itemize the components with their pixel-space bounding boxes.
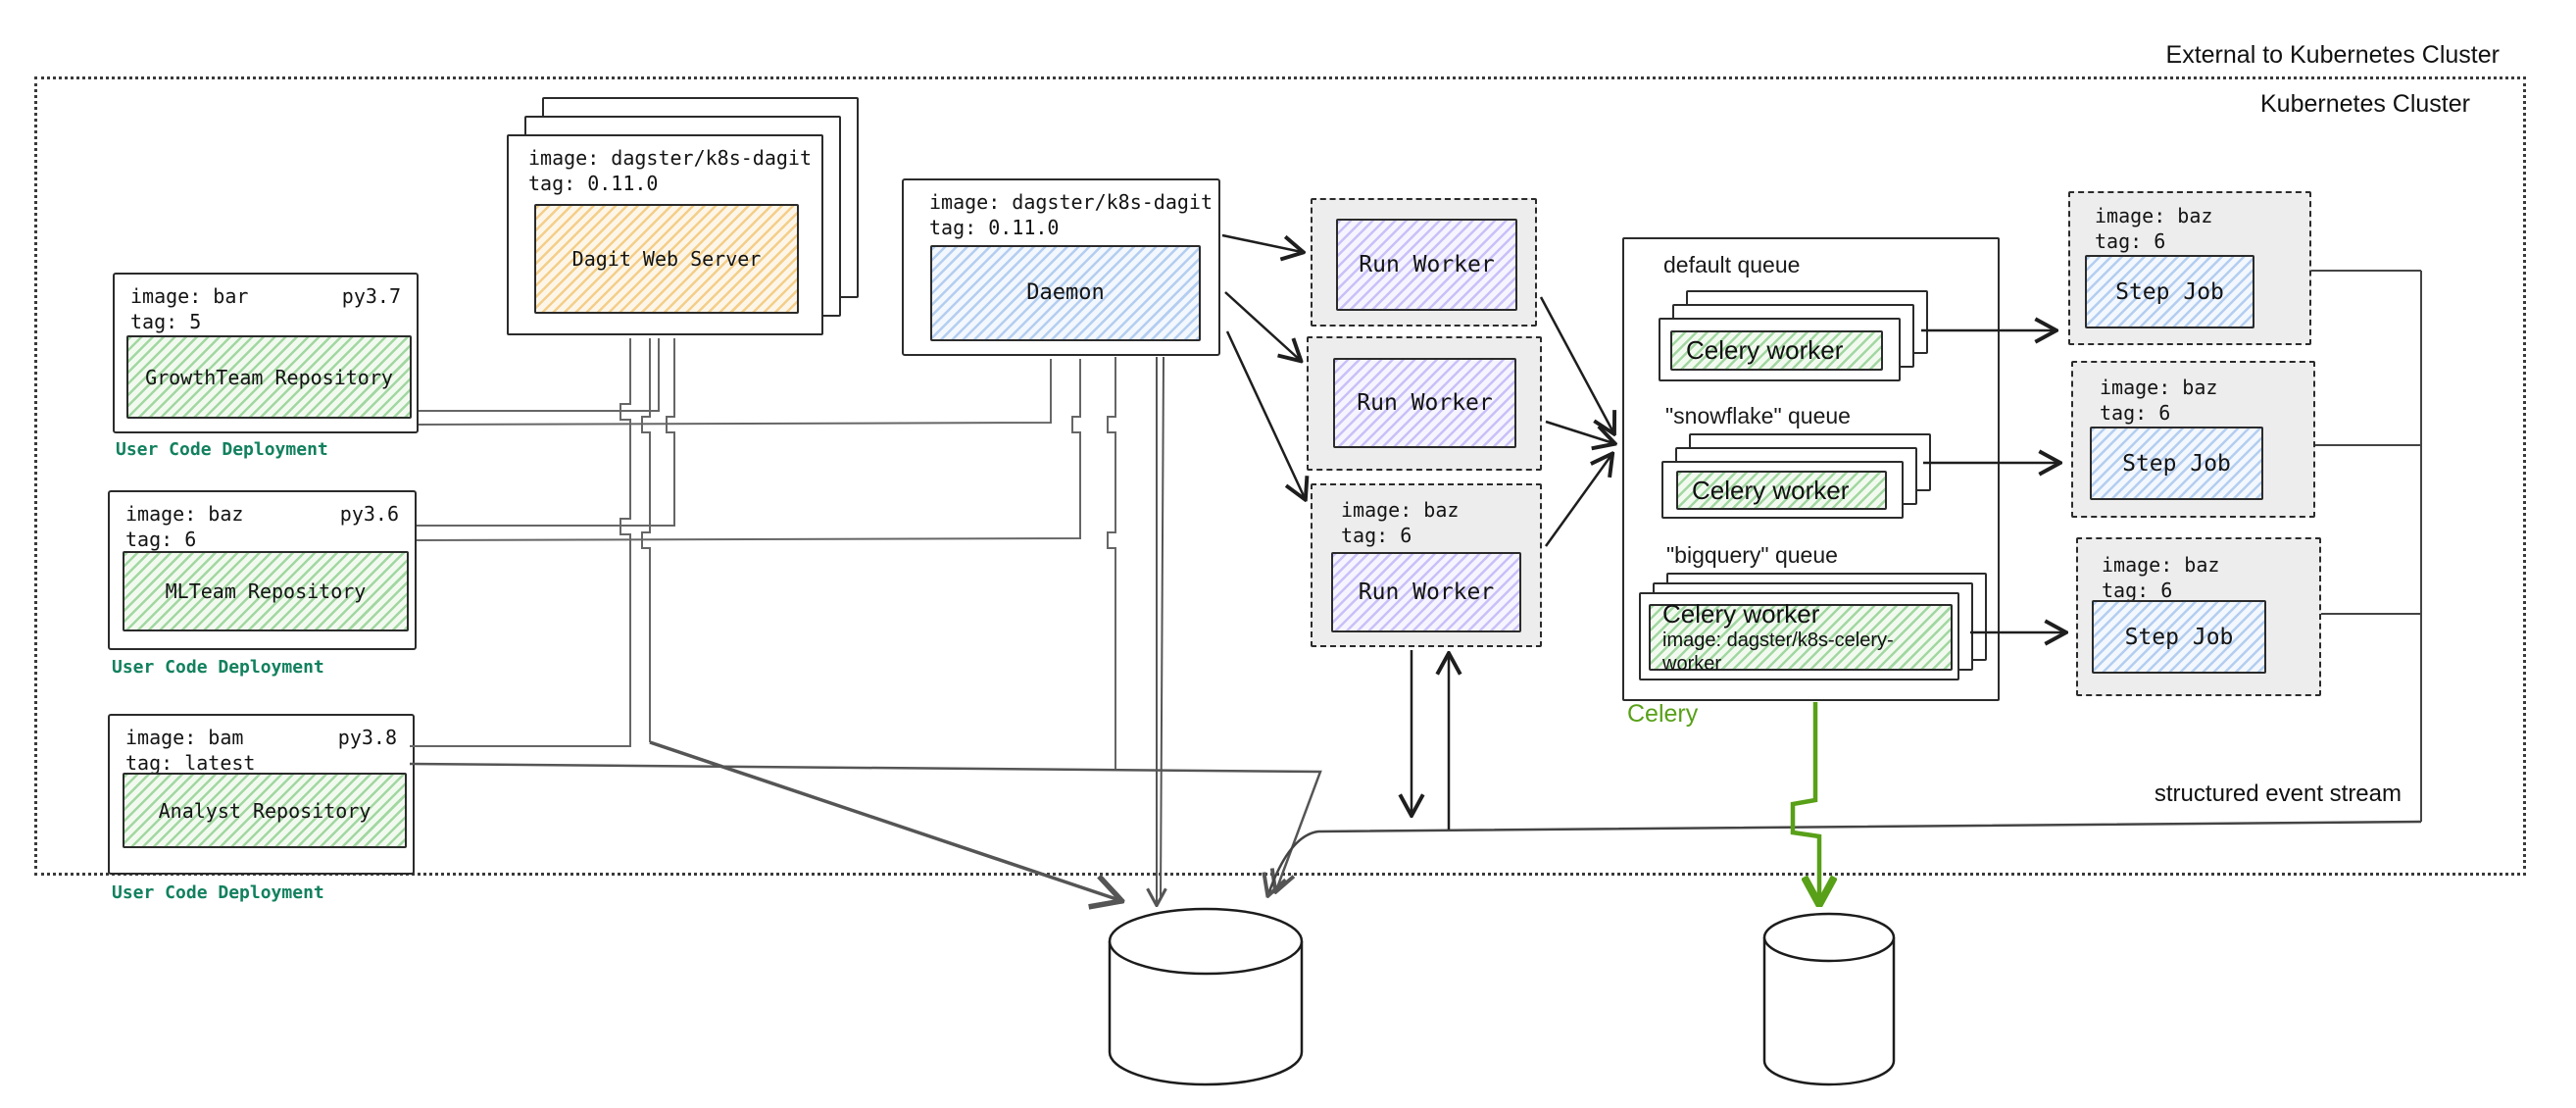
kubernetes-cluster-label: Kubernetes Cluster xyxy=(2259,90,2470,118)
run-worker-pod-2: Run Worker xyxy=(1307,336,1542,471)
celery-worker-label: Celery worker xyxy=(1662,599,1820,629)
tag-text: tag: 0.11.0 xyxy=(929,216,1060,239)
daemon-box: Daemon xyxy=(930,245,1201,341)
snowflake-queue-label: "snowflake" queue xyxy=(1665,403,1851,428)
postgres-cylinder xyxy=(1108,907,1304,1086)
tag-text: tag: latest xyxy=(125,751,256,775)
tag-text: tag: 6 xyxy=(1341,524,1412,547)
user-code-deployment-caption-3: User Code Deployment xyxy=(112,882,324,903)
tag-text: tag: 5 xyxy=(130,310,202,333)
tag-text: tag: 6 xyxy=(2100,401,2171,425)
celery-worker-label: Celery worker xyxy=(1686,335,1844,365)
user-code-deployment-mlteam: image: baz py3.6 tag: 6 MLTeam Repositor… xyxy=(108,490,417,650)
step-job-label: Step Job xyxy=(2115,278,2224,305)
celery-container: default queue Celery worker "snowflake" … xyxy=(1622,237,2000,701)
celery-worker-box: Celery worker xyxy=(1670,330,1883,371)
tag-text: tag: 6 xyxy=(2102,579,2173,602)
image-text: image: baz xyxy=(2095,204,2213,227)
run-worker-label: Run Worker xyxy=(1357,390,1493,416)
daemon-card: image: dagster/k8s-dagit tag: 0.11.0 Dae… xyxy=(902,178,1220,356)
dagit-web-server-label: Dagit Web Server xyxy=(571,247,762,271)
step-job-box: Step Job xyxy=(2085,255,2254,328)
step-job-pod-2: image: baz tag: 6 Step Job xyxy=(2071,361,2315,518)
celery-worker-box: Celery worker image: dagster/k8s-celery-… xyxy=(1649,599,1953,675)
celery-worker-card: Celery worker image: dagster/k8s-celery-… xyxy=(1639,592,1959,680)
celery-label: Celery xyxy=(1627,700,1699,728)
tag-text: tag: 0.11.0 xyxy=(528,172,659,195)
run-worker-label: Run Worker xyxy=(1359,252,1495,277)
python-version-text: py3.8 xyxy=(337,726,397,749)
run-worker-box: Run Worker xyxy=(1333,358,1516,448)
repository-label: MLTeam Repository xyxy=(165,579,367,603)
image-text: image: dagster/k8s-dagit xyxy=(929,190,1213,214)
postgres-label: PostgreSQL xyxy=(1136,1002,1275,1032)
image-text: image: baz xyxy=(125,502,244,526)
external-cluster-label: External to Kubernetes Cluster xyxy=(2165,41,2500,69)
daemon-label: Daemon xyxy=(1026,280,1105,305)
tag-text: tag: 6 xyxy=(125,528,197,551)
celery-worker-card: Celery worker xyxy=(1661,461,1904,519)
dagit-web-server-stack: image: dagster/k8s-dagit tag: 0.11.0 Dag… xyxy=(507,97,871,337)
image-text: image: bam xyxy=(125,726,244,749)
python-version-text: py3.7 xyxy=(341,284,401,308)
image-text: image: dagster/k8s-dagit xyxy=(528,146,812,170)
image-text: image: baz xyxy=(2100,376,2218,399)
step-job-pod-3: image: baz tag: 6 Step Job xyxy=(2076,537,2321,696)
step-job-label: Step Job xyxy=(2124,624,2234,650)
step-job-box: Step Job xyxy=(2092,600,2266,674)
celery-worker-card: Celery worker xyxy=(1659,318,1901,381)
run-worker-box: Run Worker xyxy=(1331,552,1521,632)
image-text: image: baz xyxy=(1341,498,1460,522)
user-code-deployment-analyst: image: bam py3.8 tag: latest Analyst Rep… xyxy=(108,714,415,875)
analyst-repository-box: Analyst Repository xyxy=(123,773,407,848)
python-version-text: py3.6 xyxy=(339,502,399,526)
image-text: image: bar xyxy=(130,284,249,308)
repository-label: GrowthTeam Repository xyxy=(145,365,393,389)
user-code-deployment-caption-2: User Code Deployment xyxy=(112,657,324,678)
celery-worker-box: Celery worker xyxy=(1676,471,1887,510)
celery-worker-label: Celery worker xyxy=(1692,475,1850,505)
step-job-label: Step Job xyxy=(2122,450,2231,477)
dagit-web-server-box: Dagit Web Server xyxy=(534,204,799,314)
run-worker-box: Run Worker xyxy=(1336,219,1517,311)
celery-worker-image-label: image: dagster/k8s-celery-worker xyxy=(1662,630,1894,675)
step-job-pod-1: image: baz tag: 6 Step Job xyxy=(2068,191,2311,345)
tag-text: tag: 6 xyxy=(2095,229,2166,253)
default-queue-stack: Celery worker xyxy=(1659,290,1962,383)
redis-label: Redis xyxy=(1796,992,1862,1022)
run-worker-label: Run Worker xyxy=(1358,579,1495,605)
user-code-deployment-growthteam: image: bar py3.7 tag: 5 GrowthTeam Repos… xyxy=(113,273,419,433)
dagit-web-server-card: image: dagster/k8s-dagit tag: 0.11.0 Dag… xyxy=(507,134,823,335)
snowflake-queue-stack: Celery worker xyxy=(1661,433,1965,527)
bigquery-queue-stack: Celery worker image: dagster/k8s-celery-… xyxy=(1639,573,1992,690)
run-worker-pod-3: image: baz tag: 6 Run Worker xyxy=(1311,483,1542,647)
repository-label: Analyst Repository xyxy=(158,798,372,823)
image-text: image: baz xyxy=(2102,553,2220,577)
bigquery-queue-label: "bigquery" queue xyxy=(1666,542,1838,568)
step-job-box: Step Job xyxy=(2090,427,2263,500)
mlteam-repository-box: MLTeam Repository xyxy=(123,551,409,631)
user-code-deployment-caption-1: User Code Deployment xyxy=(116,439,328,460)
growthteam-repository-box: GrowthTeam Repository xyxy=(126,335,412,419)
default-queue-label: default queue xyxy=(1663,252,1801,277)
run-worker-pod-1: Run Worker xyxy=(1311,198,1537,327)
event-stream-label: structured event stream xyxy=(2154,781,2402,807)
